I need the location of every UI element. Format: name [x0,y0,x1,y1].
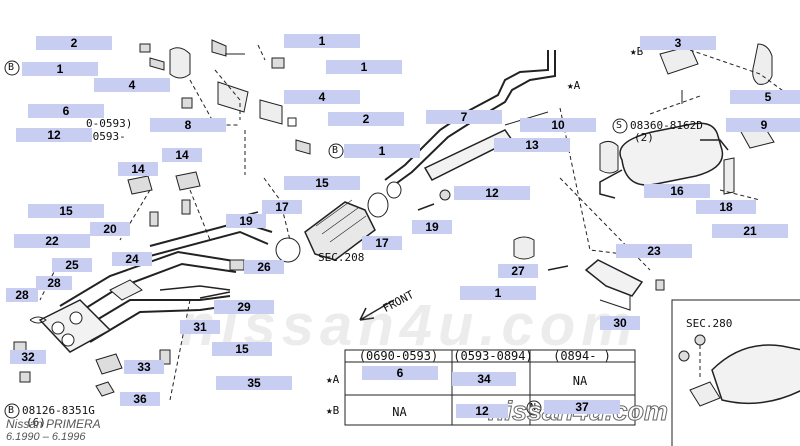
part-callout[interactable]: 17 [362,236,402,250]
model-label: Nissan PRIMERA [6,417,101,431]
star-b-marker: ★B [630,45,644,58]
date-range-label: 0-0593) [86,117,133,130]
part-callout[interactable]: 23 [616,244,692,258]
part-callout[interactable]: 15 [28,204,104,218]
part-ref-qty: (2) [634,131,654,144]
part-callout[interactable]: 19 [226,214,266,228]
part-callout[interactable]: 4 [94,78,170,92]
part-callout[interactable]: 1 [344,144,420,158]
part-callout[interactable]: 20 [90,222,130,236]
table-cell: NA [392,405,407,419]
part-callout[interactable]: 5 [730,90,800,104]
date-range-footer: 6.1990 – 6.1996 [6,431,86,443]
part-callout[interactable]: 4 [284,90,360,104]
part-callout[interactable]: 37 [544,400,620,414]
table-header-cell: (0690-0593) [358,349,439,363]
part-callout[interactable]: 14 [162,148,202,162]
part-callout[interactable]: 6 [362,366,438,380]
section-label-sec280: SEC.280 [686,317,733,330]
part-callout[interactable]: 21 [712,224,788,238]
circle-b-marker: B [8,405,15,416]
part-callout[interactable]: 1 [326,60,402,74]
part-callout[interactable]: 17 [262,200,302,214]
part-callout[interactable]: 30 [600,316,640,330]
part-callout[interactable]: 27 [498,264,538,278]
part-callout[interactable]: 8 [150,118,226,132]
part-callout[interactable]: 18 [696,200,756,214]
part-callout[interactable]: 9 [726,118,800,132]
circle-s-marker: S [616,120,623,131]
part-callout[interactable]: 33 [124,360,164,374]
part-callout[interactable]: 10 [520,118,596,132]
part-callout[interactable]: 12 [456,404,508,418]
part-callout[interactable]: 12 [454,186,530,200]
part-ref-code: 08126-8351G [22,404,95,417]
part-callout[interactable]: 25 [52,258,92,272]
circle-n-marker: N [530,402,537,413]
part-callout[interactable]: 26 [244,260,284,274]
part-callout[interactable]: 6 [28,104,104,118]
part-callout[interactable]: 35 [216,376,292,390]
star-a-marker: ★A [567,79,581,92]
table-row-marker: ★B [326,404,340,417]
circle-b-marker: B [332,145,339,156]
part-callout[interactable]: 22 [14,234,90,248]
part-ref-code: 08360-8162D [630,119,703,132]
part-callout[interactable]: 19 [412,220,452,234]
part-callout[interactable]: 14 [118,162,158,176]
circle-b-marker: B [8,62,15,73]
part-callout[interactable]: 28 [6,288,38,302]
part-callout[interactable]: 2 [328,112,404,126]
part-callout[interactable]: 7 [426,110,502,124]
part-callout[interactable]: 15 [212,342,272,356]
table-row-marker: ★A [326,373,340,386]
part-callout[interactable]: 34 [452,372,516,386]
part-ref-qty: (6) [26,416,46,429]
part-callout[interactable]: 32 [10,350,46,364]
part-callout[interactable]: 29 [214,300,274,314]
part-callout[interactable]: 16 [644,184,710,198]
part-callout[interactable]: 15 [284,176,360,190]
part-callout[interactable]: 13 [494,138,570,152]
part-callout[interactable]: 1 [22,62,98,76]
table-cell: NA [572,374,588,388]
part-callout[interactable]: 2 [36,36,112,50]
table-header-cell: (0894- ) [553,349,611,363]
section-label-sec208: SEC.208 [318,251,365,264]
part-callout[interactable]: 1 [284,34,360,48]
part-callout[interactable]: 1 [460,286,536,300]
part-callout[interactable]: 36 [120,392,160,406]
part-callout[interactable]: 28 [36,276,72,290]
part-callout[interactable]: 24 [112,252,152,266]
part-callout[interactable]: 12 [16,128,92,142]
date-range-label: (0593- [86,130,126,143]
table-header-cell: (0593-0894) [453,349,533,363]
part-callout[interactable]: 3 [640,36,716,50]
part-callout[interactable]: 31 [180,320,220,334]
